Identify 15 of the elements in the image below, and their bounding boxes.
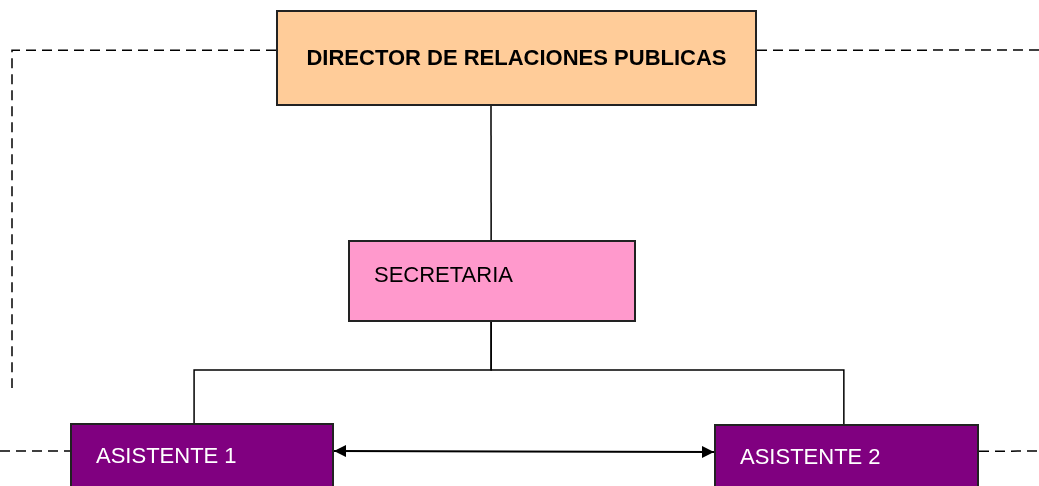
box-title: SECRETARIA [374,261,513,289]
connector-line [490,321,845,425]
dashed-connector-line [11,49,277,389]
dashed-connector-line [978,450,1039,453]
org-box [70,423,334,486]
dashed-connector-line [0,450,71,452]
org-box [348,240,636,322]
dashed-connector-line [756,49,1039,52]
box-title: ASISTENTE 2 [740,443,881,471]
org-box [714,424,979,486]
connector-line [490,105,492,241]
box-title: ASISTENTE 1 [96,442,237,470]
org-box [276,10,757,106]
box-title: DIRECTOR DE RELACIONES PUBLICAS [306,44,727,72]
double-arrow [333,445,715,458]
